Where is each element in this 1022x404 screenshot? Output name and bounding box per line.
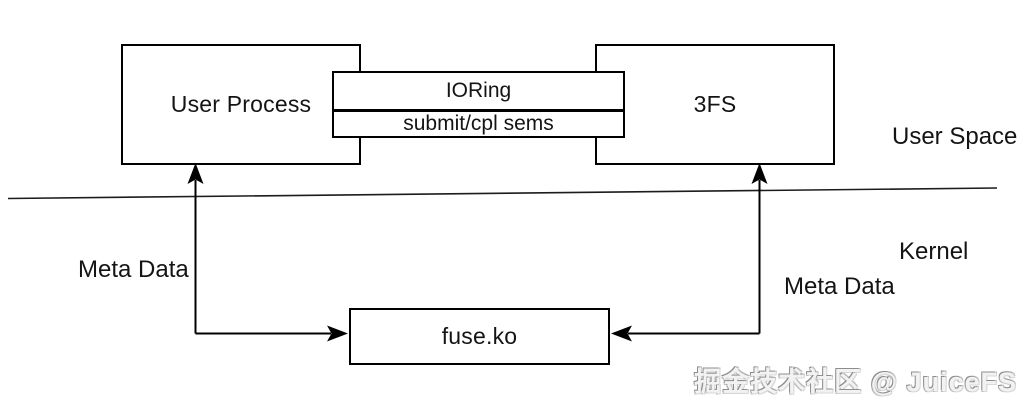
fuse-ko-box: fuse.ko <box>349 308 610 365</box>
arrowhead-up-user-process <box>187 163 204 184</box>
3fs-box: 3FS <box>595 44 835 165</box>
watermark-text: 掘金技术社区 @ JuiceFS <box>694 367 1017 397</box>
meta-data-label-right: Meta Data <box>784 273 895 300</box>
kernel-label: Kernel <box>899 238 969 265</box>
arrowhead-left-fuse <box>611 325 632 342</box>
ioring-sems-cell: submit/cpl sems <box>334 112 623 136</box>
user-process-label: User Process <box>170 91 312 117</box>
3fs-label: 3FS <box>693 91 737 117</box>
ioring-title-label: IORing <box>445 79 512 102</box>
ioring-sems-label: submit/cpl sems <box>403 112 554 135</box>
ioring-box: IORing submit/cpl sems <box>332 71 625 138</box>
ioring-title-cell: IORing <box>334 73 623 112</box>
user-process-box: User Process <box>121 44 361 165</box>
arrowhead-up-3fs <box>751 163 768 184</box>
arrowhead-right-fuse <box>327 325 348 342</box>
user-space-kernel-boundary-line <box>7 187 998 200</box>
meta-data-label-left: Meta Data <box>78 256 189 283</box>
fuse-ko-label: fuse.ko <box>441 323 518 349</box>
user-space-label: User Space <box>892 123 1018 150</box>
